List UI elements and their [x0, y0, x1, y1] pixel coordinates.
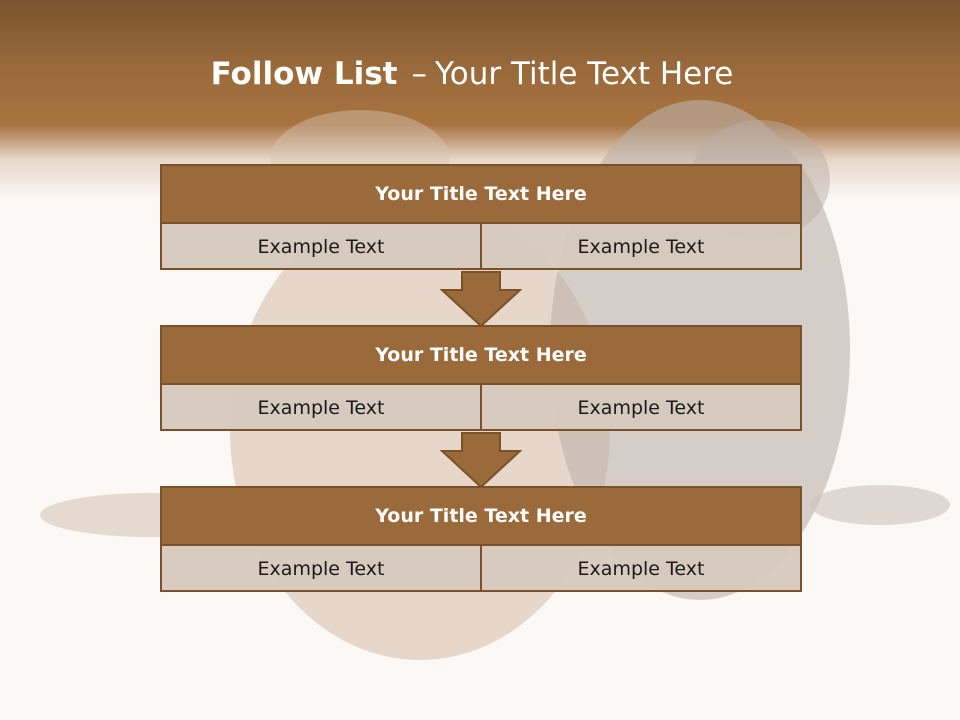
slide-title-rest: Your Title Text Here — [434, 56, 734, 92]
block-title[interactable]: Your Title Text Here — [162, 488, 800, 546]
slide-title: Follow List–Your Title Text Here — [0, 56, 944, 92]
list-block-1[interactable]: Your Title Text Here Example Text Exampl… — [160, 164, 802, 270]
block-title[interactable]: Your Title Text Here — [162, 166, 800, 224]
slide-title-bold: Follow List — [210, 56, 398, 92]
down-arrow-icon — [440, 271, 522, 328]
list-block-2[interactable]: Your Title Text Here Example Text Exampl… — [160, 325, 802, 431]
block-cell-right[interactable]: Example Text — [480, 224, 800, 270]
down-arrow-icon — [440, 432, 522, 489]
block-cell-right[interactable]: Example Text — [480, 385, 800, 431]
block-cell-right[interactable]: Example Text — [480, 546, 800, 592]
list-block-3[interactable]: Your Title Text Here Example Text Exampl… — [160, 486, 802, 592]
block-cell-left[interactable]: Example Text — [257, 558, 385, 580]
block-cell-left[interactable]: Example Text — [257, 236, 385, 258]
block-title[interactable]: Your Title Text Here — [162, 327, 800, 385]
slide-title-separator: – — [411, 56, 427, 92]
block-cell-left[interactable]: Example Text — [257, 397, 385, 419]
